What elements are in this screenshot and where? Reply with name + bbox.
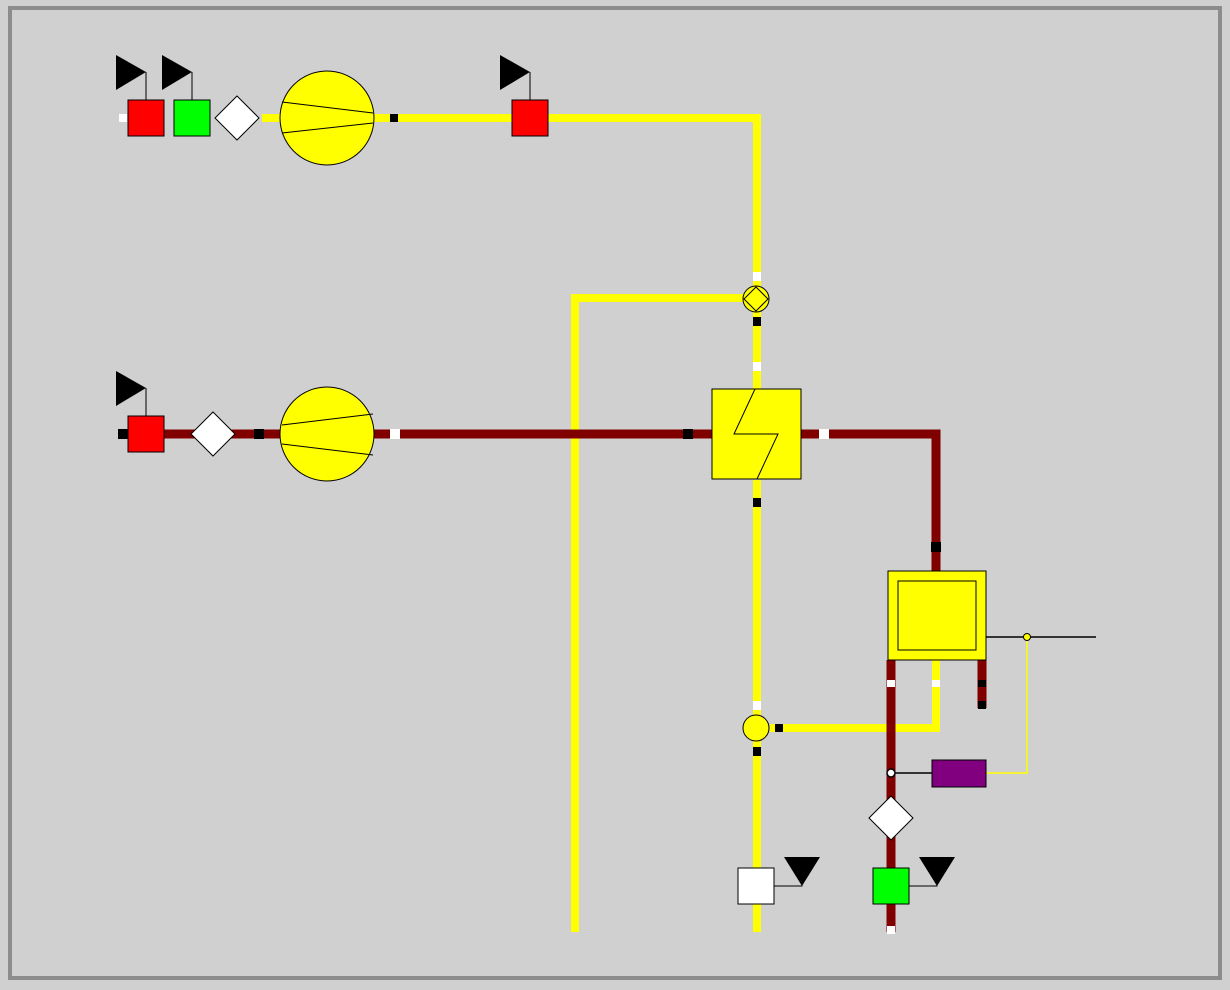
schematic-border (8, 6, 1222, 980)
sensor-red[interactable] (511, 99, 549, 137)
valve-icon[interactable] (742, 285, 770, 313)
filter-diamond-icon[interactable] (214, 95, 260, 141)
maroon-pipe-right (800, 429, 941, 572)
fan-icon[interactable] (279, 70, 375, 166)
connector-open (753, 362, 761, 371)
coil-unit-icon[interactable] (887, 570, 987, 661)
flag-icon (162, 55, 193, 100)
connector-closed (978, 701, 986, 709)
connector-open (819, 429, 829, 439)
connector-closed (931, 542, 941, 552)
connector-open (932, 680, 940, 687)
connector-closed (390, 114, 398, 122)
connector-closed (683, 429, 693, 439)
connector-closed (118, 429, 128, 439)
actuator-icon[interactable] (931, 759, 987, 788)
sensor-green[interactable] (173, 99, 211, 137)
filter-diamond-icon[interactable] (190, 411, 236, 457)
connector-open (390, 429, 400, 439)
connector-closed (753, 317, 761, 326)
sensor-red[interactable] (127, 99, 165, 137)
flag-icon (116, 55, 147, 100)
pipe-connectors (118, 114, 986, 934)
sensor-green[interactable] (872, 867, 910, 905)
flag-icon (500, 55, 531, 100)
heat-exchanger-icon[interactable] (711, 388, 802, 480)
sensor-white[interactable] (737, 867, 775, 905)
connector-open (753, 701, 761, 710)
yellow-pipe-branch (571, 294, 744, 932)
connector-open (887, 926, 895, 934)
connector-open (119, 114, 127, 122)
connector-closed (978, 680, 986, 687)
flag-icon (774, 857, 820, 887)
control-line (986, 641, 1028, 774)
junction-icon[interactable] (742, 714, 770, 742)
sensor-red[interactable] (127, 415, 165, 453)
fan-icon[interactable] (279, 386, 375, 482)
signal-node (1023, 633, 1031, 641)
connector-closed (775, 724, 783, 732)
connector-open (753, 272, 761, 281)
actuator-node (886, 768, 896, 778)
filter-diamond-icon[interactable] (868, 795, 914, 841)
yellow-pipe-network (262, 114, 940, 932)
yellow-pipe-top (262, 114, 761, 290)
flag-icon (116, 371, 147, 416)
connector-closed (753, 498, 761, 507)
connector-closed (753, 747, 761, 756)
flag-icon (909, 857, 955, 887)
connector-closed (254, 429, 264, 439)
connector-open (887, 680, 895, 687)
